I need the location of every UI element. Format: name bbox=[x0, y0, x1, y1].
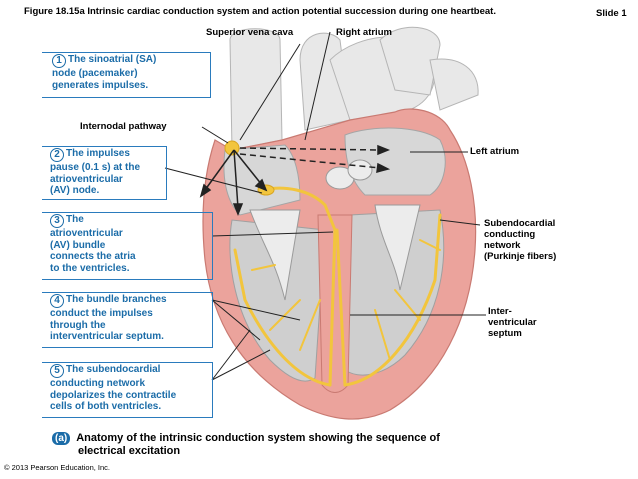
label-interventricular-septum: Inter- ventricular septum bbox=[488, 306, 537, 339]
step-line: node (pacemaker) bbox=[52, 68, 138, 79]
step-line: interventricular septum. bbox=[50, 331, 164, 342]
step-3-bracket bbox=[42, 212, 213, 280]
copyright: © 2013 Pearson Education, Inc. bbox=[4, 463, 111, 472]
step-number: 2 bbox=[50, 148, 64, 162]
step-line: cells of both ventricles. bbox=[50, 401, 162, 412]
step-5-bracket bbox=[42, 362, 213, 418]
step-line: atrioventricular bbox=[50, 228, 123, 239]
step-line: conducting network bbox=[50, 378, 145, 389]
conduction-system bbox=[233, 186, 442, 387]
label-line: network bbox=[484, 240, 521, 251]
step-line: The bundle branches bbox=[66, 294, 167, 305]
caption-tag: (a) bbox=[52, 432, 71, 445]
figure-caption: (a) Anatomy of the intrinsic conduction s… bbox=[52, 432, 572, 458]
step-1-bracket bbox=[42, 52, 211, 98]
step-number: 4 bbox=[50, 294, 64, 308]
step-line: to the ventricles. bbox=[50, 262, 130, 274]
step-line: generates impulses. bbox=[52, 79, 149, 91]
step-line: through the bbox=[50, 319, 106, 331]
caption-line: electrical excitation bbox=[78, 445, 181, 457]
step-line: The bbox=[66, 214, 84, 225]
step-line: The subendocardial bbox=[66, 364, 161, 375]
step-number: 5 bbox=[50, 364, 64, 378]
valves bbox=[249, 159, 421, 301]
step-4-bracket bbox=[42, 292, 213, 348]
step-line: pause (0.1 s) at the bbox=[50, 162, 141, 173]
step-number: 3 bbox=[50, 214, 64, 228]
label-line: (Purkinje fibers) bbox=[484, 251, 557, 262]
label-line: Inter- bbox=[488, 306, 512, 317]
slide-label: Slide 1 bbox=[596, 8, 627, 19]
step-line: atrioventricular bbox=[50, 173, 123, 185]
label-left-atrium: Left atrium bbox=[470, 146, 520, 157]
left-ventricle-cavity bbox=[344, 209, 445, 376]
label-line: ventricular bbox=[488, 317, 537, 328]
step-line: (AV) node. bbox=[50, 185, 100, 196]
step-line: depolarizes the contractile bbox=[50, 389, 177, 401]
step-line: conduct the impulses bbox=[50, 308, 153, 319]
label-line: conducting bbox=[484, 229, 536, 240]
label-line: septum bbox=[488, 328, 522, 339]
caption-line: Anatomy of the intrinsic conduction syst… bbox=[76, 432, 440, 444]
label-superior-vena-cava: Superior vena cava bbox=[206, 27, 294, 38]
label-line: Subendocardial bbox=[484, 218, 556, 229]
step-line: The sinoatrial (SA) bbox=[68, 54, 157, 65]
step-line: (AV) bundle bbox=[50, 239, 106, 251]
label-right-atrium: Right atrium bbox=[336, 27, 392, 38]
label-subendocardial-network: Subendocardial conducting network (Purki… bbox=[484, 218, 556, 262]
step-line: connects the atria bbox=[50, 251, 136, 262]
label-internodal-pathway: Internodal pathway bbox=[80, 121, 167, 132]
impulse-arrows bbox=[199, 144, 391, 217]
step-2-bracket bbox=[42, 146, 167, 200]
figure-title: Figure 18.15a Intrinsic cardiac conducti… bbox=[24, 6, 496, 17]
step-number: 1 bbox=[52, 54, 66, 68]
right-ventricle-cavity bbox=[229, 219, 326, 382]
step-line: The impulses bbox=[66, 148, 130, 159]
leader-lines bbox=[164, 31, 486, 381]
